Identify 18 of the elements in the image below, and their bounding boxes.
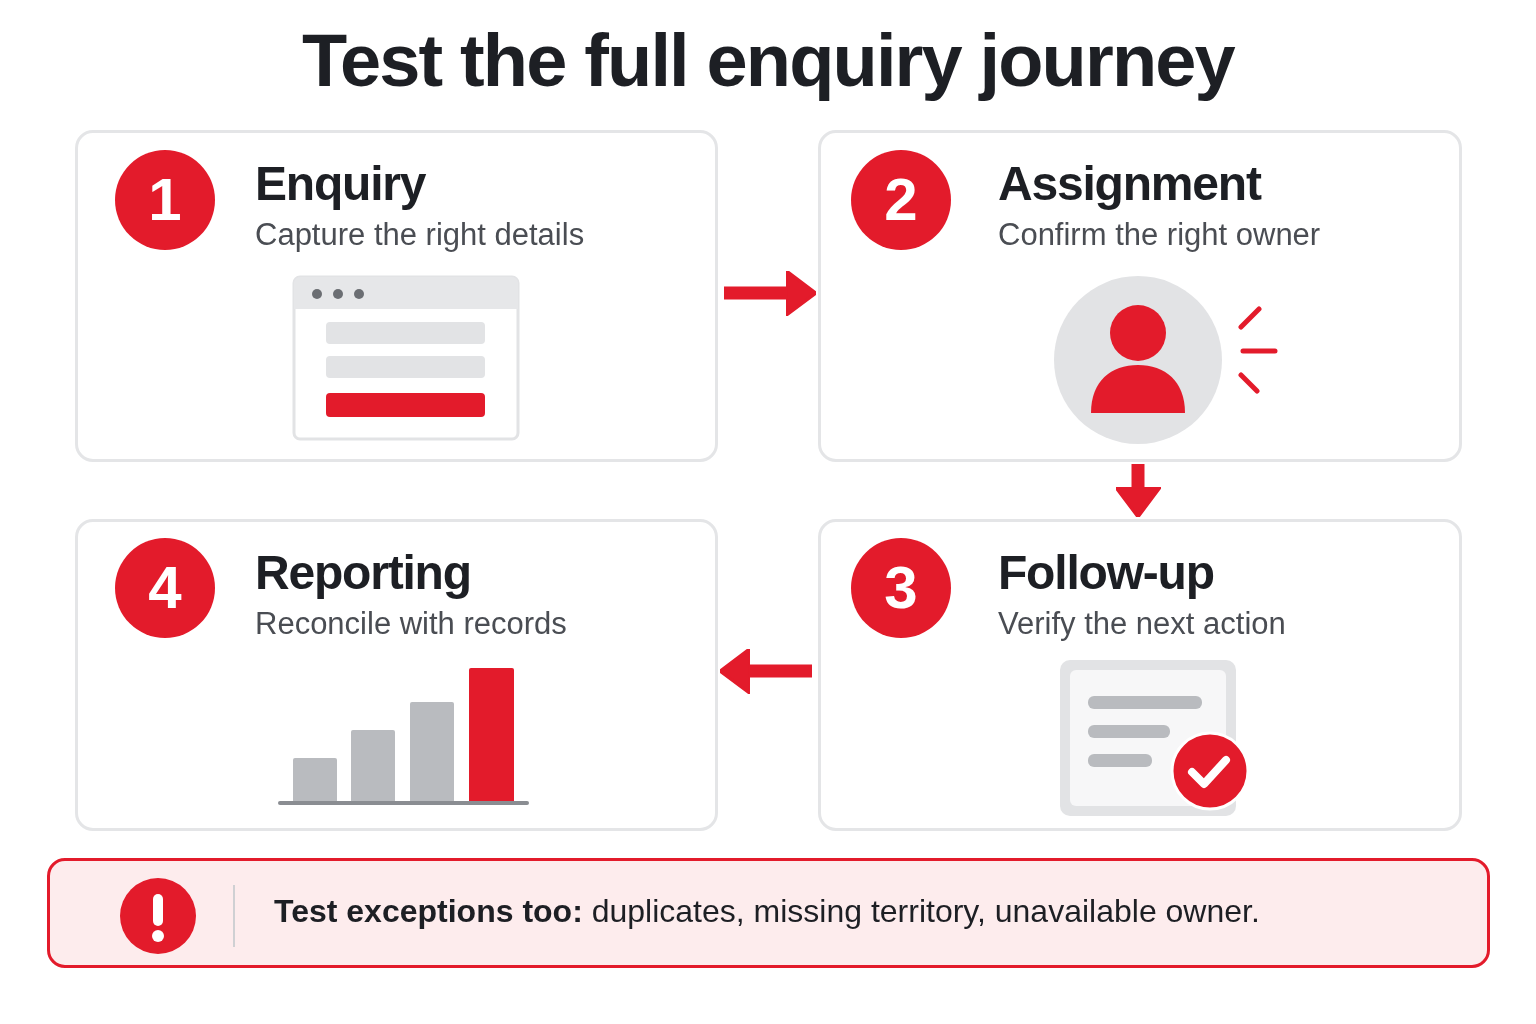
arrow: [1114, 464, 1162, 519]
step-title: Reporting: [255, 545, 471, 601]
step-title: Assignment: [998, 156, 1261, 212]
step-subtitle: Confirm the right owner: [998, 216, 1321, 254]
step-card: [75, 130, 718, 462]
step-title: Follow-up: [998, 545, 1214, 601]
step-title: Enquiry: [255, 156, 426, 212]
step-subtitle: Verify the next action: [998, 605, 1286, 643]
warning-text: Test exceptions too: duplicates, missing territory, unavailable owner.: [274, 892, 1260, 931]
step-card: [75, 519, 718, 831]
arrow: [724, 269, 818, 317]
step-subtitle: Reconcile with records: [255, 605, 567, 643]
arrow: [718, 647, 812, 695]
step-card: [818, 519, 1462, 831]
step-subtitle: Capture the right details: [255, 216, 585, 254]
step-card: [818, 130, 1462, 462]
title: Test the full enquiry journey: [302, 18, 1234, 104]
warning-banner: [47, 858, 1490, 968]
